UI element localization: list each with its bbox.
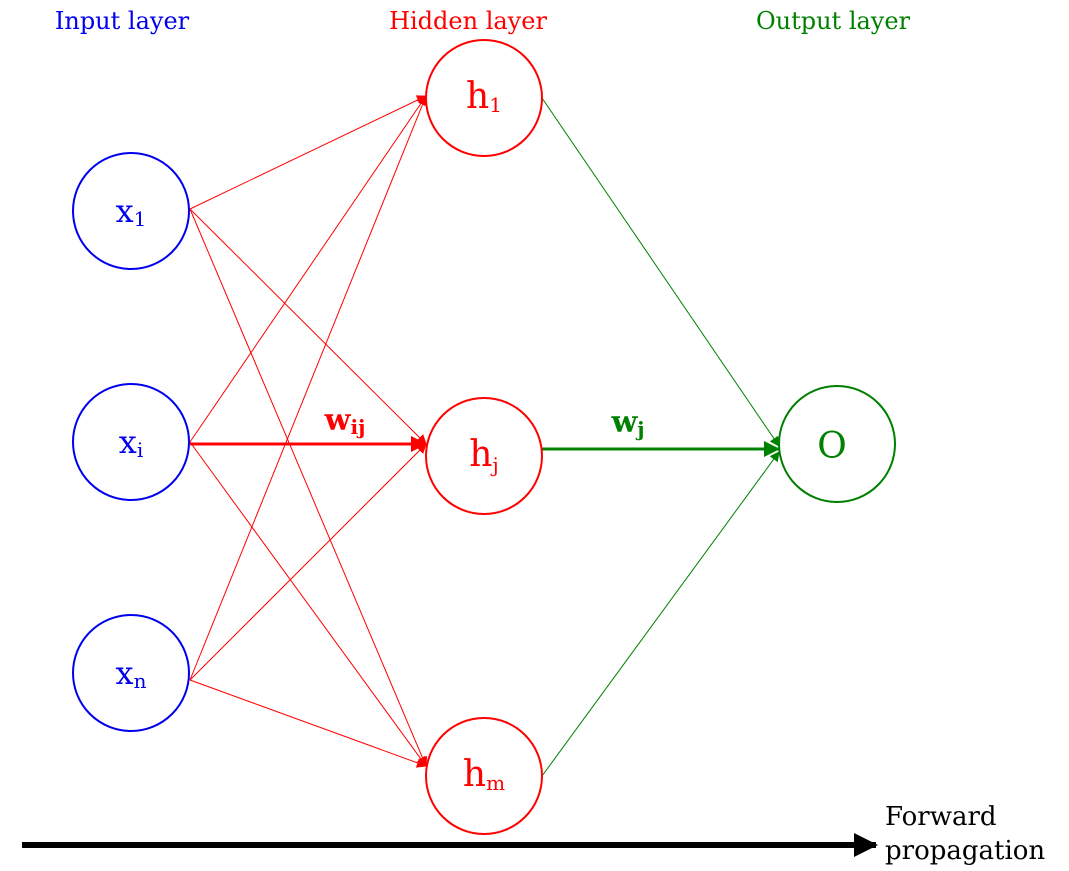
- forward-label-line1: Forward: [885, 802, 997, 832]
- node-label: O: [817, 426, 847, 467]
- input-node-x1: x1: [72, 152, 190, 270]
- input-node-xn: xn: [72, 614, 190, 732]
- node-label: h: [463, 754, 486, 795]
- hidden-output-edges: [541, 97, 780, 777]
- input-hidden-edges: [189, 95, 428, 768]
- weight-wj-label: wj: [610, 405, 644, 441]
- svg-text:h1: h1: [466, 76, 502, 117]
- edge-xn-hj: [189, 443, 427, 681]
- weight-wj-base: w: [610, 405, 638, 440]
- node-label: h: [466, 76, 489, 117]
- weight-wij-label: wij: [324, 403, 366, 439]
- edge-x1-hj: [189, 208, 427, 445]
- edge-xi-h1: [189, 95, 427, 443]
- svg-text:hm: hm: [463, 754, 505, 795]
- edge-xi-hm: [189, 441, 427, 767]
- node-label: x: [119, 423, 137, 461]
- edge-xn-hm: [189, 679, 427, 768]
- weight-wij-base: w: [324, 403, 352, 438]
- svg-text:x1: x1: [116, 192, 147, 231]
- node-label: x: [116, 654, 134, 692]
- weight-wij-sub: ij: [350, 415, 365, 439]
- node-sub: 1: [134, 207, 147, 231]
- node-label: x: [116, 192, 134, 230]
- svg-text:xi: xi: [119, 423, 143, 462]
- svg-text:xn: xn: [116, 654, 147, 693]
- node-sub: n: [134, 669, 147, 693]
- hidden-node-hj: hj: [425, 397, 543, 515]
- output-layer-title: Output layer: [756, 7, 911, 35]
- node-label: h: [469, 434, 492, 475]
- edge-hm-o: [541, 451, 780, 777]
- input-layer-title: Input layer: [55, 7, 190, 35]
- edge-h1-o: [541, 97, 780, 447]
- node-sub: 1: [489, 93, 502, 117]
- hidden-node-hm: hm: [425, 717, 543, 835]
- node-sub: m: [486, 771, 505, 795]
- node-sub: i: [137, 438, 143, 462]
- hidden-node-h1: h1: [425, 39, 543, 157]
- weight-wj-sub: j: [635, 417, 644, 441]
- forward-label-line2: propagation: [885, 836, 1045, 866]
- node-sub: j: [490, 453, 498, 477]
- edge-xn-h1: [189, 95, 428, 681]
- edge-x1-hm: [189, 208, 428, 767]
- hidden-layer-title: Hidden layer: [389, 7, 547, 35]
- output-node-o: O: [778, 385, 896, 503]
- input-node-xi: xi: [72, 383, 190, 501]
- edge-x1-h1: [189, 95, 427, 210]
- svg-text:hj: hj: [469, 434, 498, 477]
